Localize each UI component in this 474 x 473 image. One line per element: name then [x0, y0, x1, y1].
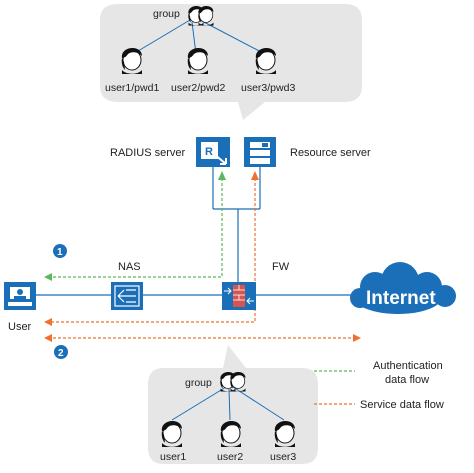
internet-label: Internet: [366, 288, 436, 309]
bottom-user2-label: user2: [217, 451, 243, 463]
auth-data-flow: [44, 171, 226, 281]
user-terminal-icon: [4, 282, 36, 310]
top-user3-label: user3/pwd3: [241, 82, 295, 94]
step-1-badge: 1: [53, 244, 67, 258]
internet-cloud-icon: Internet: [350, 262, 456, 314]
bottom-group-tree: [171, 386, 285, 421]
radius-icon-letter: R: [205, 146, 213, 158]
top-group-label: group: [153, 8, 180, 20]
bottom-group-label: group: [185, 377, 212, 389]
resource-server-label: Resource server: [290, 147, 371, 159]
legend-auth-line2: data flow: [385, 374, 429, 386]
radius-server-icon: R: [196, 137, 230, 167]
bottom-user1-label: user1: [160, 451, 186, 463]
nas-label: NAS: [118, 261, 141, 273]
top-group-bubble: [100, 4, 362, 120]
radius-server-label: RADIUS server: [110, 147, 186, 159]
legend-auth-line1: Authentication: [373, 360, 443, 372]
user-label: User: [8, 321, 32, 333]
nas-switch-icon: [111, 282, 143, 310]
fw-label: FW: [272, 261, 290, 273]
legend: Authentication data flow Service data fl…: [314, 360, 444, 411]
bottom-user3-label: user3: [270, 451, 296, 463]
step-2-badge: 2: [54, 345, 68, 359]
resource-server-icon: [244, 137, 276, 167]
top-user1-label: user1/pwd1: [105, 82, 159, 94]
top-user2-label: user2/pwd2: [171, 82, 225, 94]
step-1-number: 1: [57, 247, 63, 258]
firewall-icon: [222, 282, 256, 310]
service-data-flow: [44, 171, 361, 342]
server-bracket: [212, 167, 261, 283]
legend-service-label: Service data flow: [360, 399, 444, 411]
step-2-number: 2: [58, 348, 64, 359]
